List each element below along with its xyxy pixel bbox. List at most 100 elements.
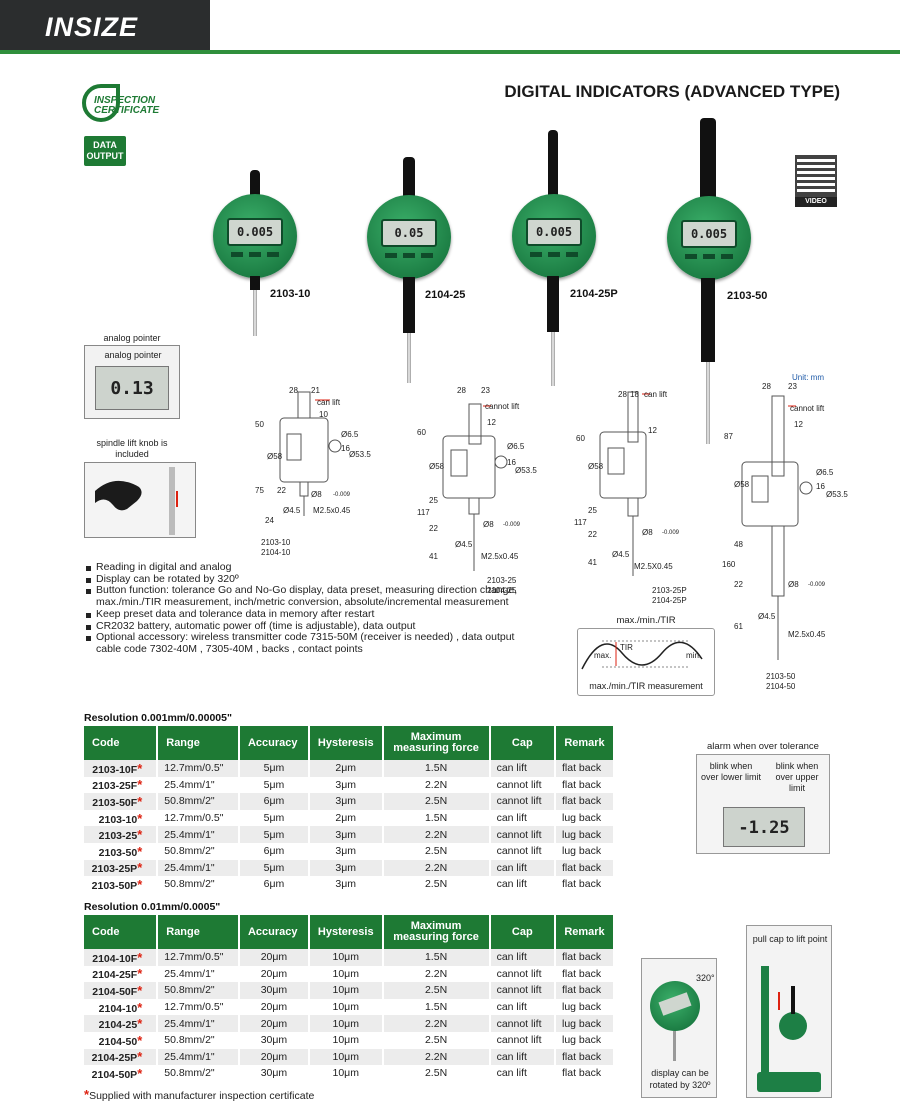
col-code: Code [84, 726, 159, 760]
cell-remark: lug back [554, 842, 616, 860]
star-mark: * [137, 949, 143, 965]
cell-cap: cannot lift [489, 793, 556, 810]
cell-force: 2.2N [382, 1048, 491, 1066]
cell-hysteresis: 10μm [308, 965, 384, 983]
cell-remark: flat back [554, 776, 616, 794]
cell-range: 50.8mm/2" [157, 793, 240, 810]
cell-remark: flat back [554, 965, 616, 983]
indicator-label: 2103-10 [270, 288, 311, 300]
indicator-label: 2104-25 [425, 289, 466, 301]
dial-body: 0.005 [667, 196, 751, 280]
cell-cap: cannot lift [489, 826, 556, 843]
cell-hysteresis: 2μm [308, 760, 384, 777]
cell-hysteresis: 10μm [308, 1065, 384, 1082]
video-qr-code[interactable]: VIDEO [795, 155, 837, 207]
tir-wave-icon [581, 640, 703, 670]
banner-green-line [0, 50, 900, 54]
certificate-ring-icon [82, 84, 120, 122]
cell-hysteresis: 3μm [308, 793, 384, 810]
cell-force: 1.5N [382, 998, 491, 1016]
cell-code: 2103-25P* [84, 859, 159, 877]
star-mark: * [137, 1049, 143, 1065]
brand-logo: INSIZE [45, 12, 139, 42]
star-mark: * [137, 843, 143, 859]
col-hysteresis: Hysteresis [308, 915, 384, 949]
star-mark: * [137, 777, 143, 793]
cell-force: 2.5N [382, 1031, 491, 1049]
cell-accuracy: 6μm [238, 876, 310, 893]
star-mark: * [137, 827, 143, 843]
star-mark: * [137, 810, 143, 826]
analog-lcd: 0.13 [95, 366, 169, 410]
cell-cap: can lift [489, 1048, 556, 1066]
cell-remark: flat back [554, 1048, 616, 1066]
cell-hysteresis: 10μm [308, 1015, 384, 1032]
cell-accuracy: 5μm [238, 859, 310, 877]
page-title: DIGITAL INDICATORS (ADVANCED TYPE) [504, 82, 840, 101]
cell-accuracy: 6μm [238, 842, 310, 860]
cell-remark: flat back [554, 1065, 616, 1082]
cell-remark: lug back [554, 1015, 616, 1032]
feature-item: Optional accessory: wireless transmitter… [84, 631, 524, 655]
cell-force: 1.5N [382, 809, 491, 827]
star-mark: * [137, 1016, 143, 1032]
cell-cap: cannot lift [489, 842, 556, 860]
cell-force: 2.2N [382, 1015, 491, 1032]
cell-cap: cannot lift [489, 982, 556, 999]
cell-hysteresis: 10μm [308, 1048, 384, 1066]
cell-accuracy: 5μm [238, 826, 310, 843]
star-mark: * [137, 999, 143, 1015]
tir-label: TIR [620, 643, 633, 652]
cell-range: 50.8mm/2" [157, 1031, 240, 1049]
dimension-drawing-25: 28 23 cannot lift 12 60 117 25 22 41 Ø58… [415, 386, 545, 601]
cell-hysteresis: 3μm [308, 826, 384, 843]
col-max-force: Maximum measuring force [382, 726, 491, 760]
cell-remark: flat back [554, 793, 616, 810]
cell-accuracy: 30μm [238, 1065, 310, 1082]
cell-remark: flat back [554, 949, 616, 966]
analog-pointer-inner-label: analog pointer [104, 350, 162, 360]
cell-range: 25.4mm/1" [157, 826, 240, 843]
data-output-badge: DATA OUTPUT [84, 136, 126, 166]
cell-hysteresis: 3μm [308, 859, 384, 877]
dial-body: 0.005 [512, 194, 596, 278]
cell-hysteresis: 10μm [308, 1031, 384, 1049]
cell-range: 50.8mm/2" [157, 842, 240, 860]
star-mark: * [137, 966, 143, 982]
inspection-certificate-logo: INSPECTION CERTIFICATE [82, 84, 192, 124]
cap-note: cannot lift [790, 404, 825, 413]
spec-table-001: Code Range Accuracy Hysteresis Maximum m… [84, 726, 616, 893]
certificate-text: INSPECTION CERTIFICATE [94, 95, 160, 116]
dimension-drawing-25p: 28 18 can lift 12 60 117 25 22 41 Ø58 Ø8… [572, 386, 697, 606]
cell-code: 2104-50P* [84, 1065, 159, 1082]
cell-hysteresis: 3μm [308, 776, 384, 794]
drawing-svg [442, 403, 508, 571]
table1-title: Resolution 0.001mm/0.00005" [84, 712, 232, 724]
cell-code: 2103-25* [84, 826, 159, 843]
cell-cap: can lift [489, 949, 556, 966]
cell-hysteresis: 10μm [308, 949, 384, 966]
star-mark: * [137, 760, 143, 776]
analog-pointer-image: analog pointer 0.13 [84, 345, 180, 419]
cell-remark: flat back [554, 982, 616, 999]
cell-remark: lug back [554, 998, 616, 1016]
cell-code: 2104-25P* [84, 1048, 159, 1066]
drawing-svg [741, 395, 813, 660]
col-code: Code [84, 915, 159, 949]
cell-force: 1.5N [382, 760, 491, 777]
cell-code: 2103-50F* [84, 793, 159, 810]
cell-accuracy: 5μm [238, 776, 310, 794]
cell-accuracy: 20μm [238, 949, 310, 966]
cell-force: 2.5N [382, 842, 491, 860]
lcd-display: 0.05 [381, 219, 437, 247]
cell-code: 2104-50* [84, 1031, 159, 1049]
col-accuracy: Accuracy [238, 915, 310, 949]
